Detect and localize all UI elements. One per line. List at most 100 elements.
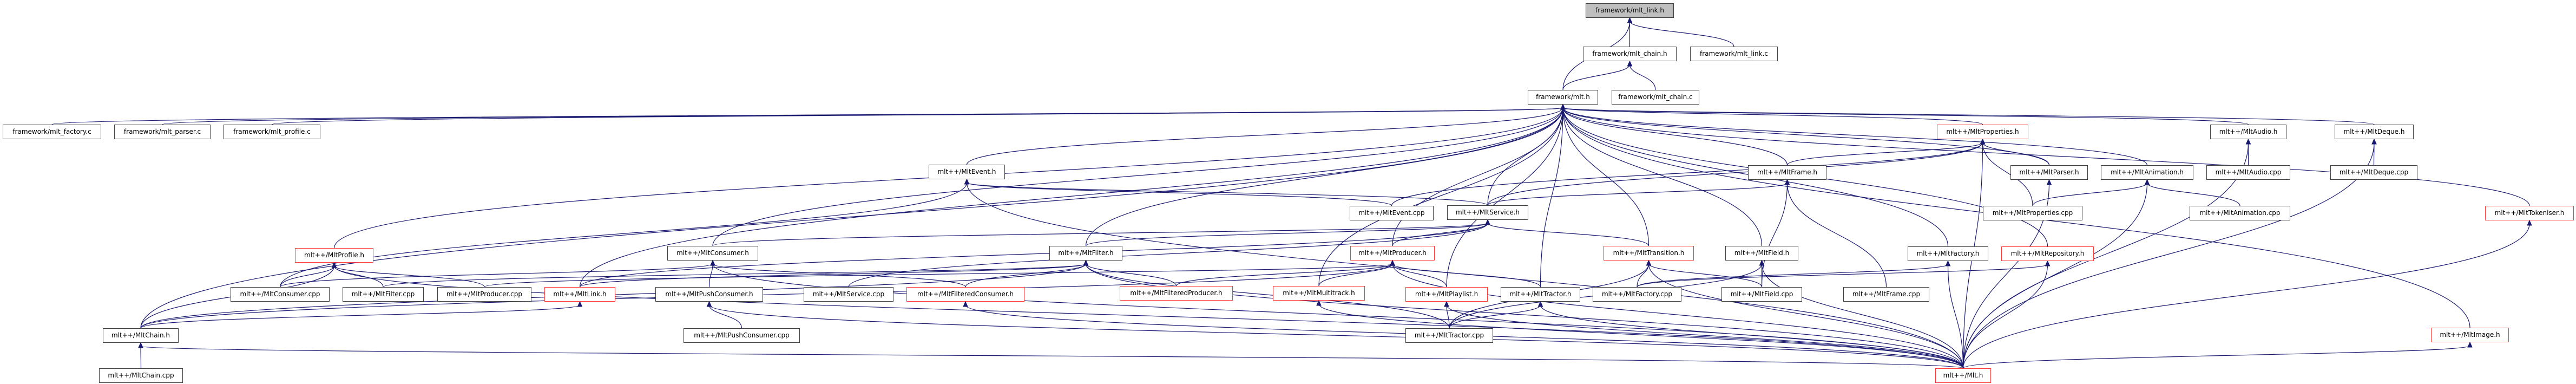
graph-node-mltfilteredconsumer-h[interactable]: mlt++/MltFilteredConsumer.h [906,287,1024,302]
edge-MltConsumer_cpp-to-MltConsumer_h [279,263,713,288]
arrowhead-icon [2527,219,2532,226]
graph-node-mltevent-h[interactable]: mlt++/MltEvent.h [929,165,1005,179]
graph-node-mltaudio-cpp[interactable]: mlt++/MltAudio.cpp [2206,165,2290,180]
graph-node-mltimage-h[interactable]: mlt++/MltImage.h [2431,328,2509,342]
graph-node-mltfilter-cpp[interactable]: mlt++/MltFilter.cpp [343,287,424,302]
graph-node-mltanimation-cpp[interactable]: mlt++/MltAnimation.cpp [2190,206,2290,220]
graph-node-mltfield-h[interactable]: mlt++/MltField.h [1725,246,1798,261]
graph-node-mlt-profile-c[interactable]: framework/mlt_profile.c [224,125,320,139]
graph-node-mltrepository-h[interactable]: mlt++/MltRepository.h [2001,246,2094,261]
edge-MltProducer_h-to-mlt_h [1392,107,1563,246]
graph-node-mltchain-h[interactable]: mlt++/MltChain.h [103,328,179,343]
arrowhead-icon [1627,17,1633,23]
graph-node-mlt-h[interactable]: framework/mlt.h [1528,90,1598,105]
edge-Mlt_h-to-MltPushConsumer_h [708,304,1964,369]
edge-Mlt_h-to-MltFactory_h [1947,264,1964,369]
edge-MltFilter_cpp-to-MltFilter_h [383,263,1087,288]
graph-node-mlttransition-h[interactable]: mlt++/MltTransition.h [1604,246,1694,261]
graph-node-mltfactory-h[interactable]: mlt++/MltFactory.h [1908,246,1988,261]
graph-node-mltanimation-h[interactable]: mlt++/MltAnimation.h [2101,165,2193,180]
graph-node-mltconsumer-cpp[interactable]: mlt++/MltConsumer.cpp [231,287,330,302]
edge-MltService_h-to-mlt_h [1487,107,1563,206]
graph-node-mltfilter-h[interactable]: mlt++/MltFilter.h [1049,246,1122,261]
graph-node-mltpushconsumer-cpp[interactable]: mlt++/MltPushConsumer.cpp [684,328,800,343]
graph-node-mltevent-cpp[interactable]: mlt++/MltEvent.cpp [1350,206,1434,220]
edge-MltTokeniser_h-to-mlt_h [1562,107,2530,206]
arrowhead-icon [1560,103,1566,110]
graph-node-mlt-chain-h[interactable]: framework/mlt_chain.h [1583,47,1677,61]
graph-node-mlttractor-cpp[interactable]: mlt++/MltTractor.cpp [1405,328,1493,343]
graph-node-mlt-h[interactable]: mlt++/Mlt.h [1935,368,1991,383]
edge-MltFrame_cpp-to-MltFrame_h [1786,183,1887,288]
edge-MltTransition_h-to-mlt_h [1562,107,1650,246]
edge-MltMultitrack_h-to-mlt_h [1318,107,1563,287]
edge-MltPushConsumer_h-to-MltConsumer_h [708,263,713,288]
edge-MltFrame_h-to-MltProperties_h [1786,142,1983,166]
edge-mlt_parser_c-to-mlt_h [162,107,1563,125]
graph-node-mlttokeniser-h[interactable]: mlt++/MltTokeniser.h [2485,206,2574,220]
graph-node-mltproperties-cpp[interactable]: mlt++/MltProperties.cpp [1983,206,2082,220]
edge-mlt_profile_c-to-mlt_h [271,107,1563,125]
graph-node-mltservice-cpp[interactable]: mlt++/MltService.cpp [804,287,893,302]
graph-node-mltplaylist-h[interactable]: mlt++/MltPlaylist.h [1405,287,1488,302]
edge-MltConsumer_cpp-to-MltProfile_h [279,265,335,288]
edge-MltFactory_cpp-to-MltRepository_h [1637,264,2048,288]
edge-Mlt_h-to-MltDeque_h [1962,142,2375,369]
graph-node-mlt-link-h: framework/mlt_link.h [1586,3,1674,18]
edge-MltEvent_cpp-to-MltProperties_h [1391,142,1983,206]
edge-MltTractor_cpp-to-MltFilter_h [1085,263,1450,329]
arrowhead-icon [1485,219,1490,225]
graph-node-mltproperties-h[interactable]: mlt++/MltProperties.h [1937,125,2028,139]
arrowhead-icon [706,301,712,307]
graph-node-mltdeque-h[interactable]: mlt++/MltDeque.h [2335,125,2414,139]
arrowhead-icon [1390,259,1395,266]
graph-node-mltparser-h[interactable]: mlt++/MltParser.h [2010,165,2088,180]
arrowhead-icon [1444,301,1449,307]
edge-Mlt_h-to-MltMultitrack_h [1318,303,1964,369]
edge-Mlt_h-to-MltImage_h [1962,345,2470,369]
graph-node-mltmultitrack-h[interactable]: mlt++/MltMultitrack.h [1273,286,1365,301]
arrowhead-icon [1784,179,1790,185]
edge-MltTractor_h-to-MltProducer_h [1392,263,1541,288]
edge-MltConsumer_cpp-to-MltEvent_h [279,182,968,288]
graph-node-mltservice-h[interactable]: mlt++/MltService.h [1447,205,1528,220]
graph-node-mlt-factory-c[interactable]: framework/mlt_factory.c [3,125,101,139]
edge-MltFilteredConsumer_h-to-MltFilter_h [965,263,1087,288]
edge-MltFrame_h-to-mlt_h [1562,107,1788,166]
graph-node-mltpushconsumer-h[interactable]: mlt++/MltPushConsumer.h [655,287,763,302]
graph-node-mlt-link-c[interactable]: framework/mlt_link.c [1690,47,1778,61]
graph-node-mltproducer-h[interactable]: mlt++/MltProducer.h [1350,246,1435,261]
edge-MltService_cpp-to-MltService_h [848,223,1488,288]
edge-MltFilter_h-to-MltService_h [1085,223,1488,246]
graph-node-mltchain-cpp[interactable]: mlt++/MltChain.cpp [99,368,183,383]
graph-node-mlt-parser-c[interactable]: framework/mlt_parser.c [114,125,211,139]
edge-Mlt_h-to-MltFilter_h [1085,263,1964,369]
edge-MltService_h-to-MltProperties_h [1487,142,1983,206]
graph-node-mltfield-cpp[interactable]: mlt++/MltField.cpp [1721,287,1802,302]
graph-node-mltprofile-h[interactable]: mlt++/MltProfile.h [295,248,373,263]
edge-MltFilteredProducer_h-to-MltProducer_h [1175,263,1393,287]
graph-node-mltframe-cpp[interactable]: mlt++/MltFrame.cpp [1843,287,1929,302]
graph-node-mlttractor-h[interactable]: mlt++/MltTractor.h [1501,287,1580,302]
edge-Mlt_h-to-MltProfile_h [333,265,1964,369]
graph-node-mltfactory-cpp[interactable]: mlt++/MltFactory.cpp [1593,287,1681,302]
edge-MltPlaylist_h-to-MltProducer_h [1392,263,1447,288]
edge-MltLink_h-to-MltService_h [579,223,1488,288]
graph-node-mltframe-h[interactable]: mlt++/MltFrame.h [1748,165,1826,180]
graph-node-mltlink-h[interactable]: mlt++/MltLink.h [544,287,615,302]
edge-Mlt_h-to-MltField_h [1761,263,1964,369]
graph-node-mltfilteredproducer-h[interactable]: mlt++/MltFilteredProducer.h [1120,286,1233,301]
edge-MltField_h-to-mlt_h [1562,107,1763,246]
edge-MltLink_h-to-MltFilter_h [579,263,1087,288]
edge-MltEvent_h-to-mlt_h [966,107,1563,165]
edge-MltParser_h-to-MltProperties_h [1982,142,2050,166]
edge-MltService_h-to-MltFrame_h [1487,183,1788,206]
arrowhead-icon [1759,259,1765,266]
graph-node-mltaudio-h[interactable]: mlt++/MltAudio.h [2210,125,2286,139]
graph-node-mltproducer-cpp[interactable]: mlt++/MltProducer.cpp [437,287,531,302]
edge-MltField_cpp-to-MltFrame_h [1761,183,1788,288]
graph-node-mltdeque-cpp[interactable]: mlt++/MltDeque.cpp [2330,165,2417,180]
edge-Mlt_h-to-MltAudio_h [1962,142,2249,369]
graph-node-mlt-chain-c[interactable]: framework/mlt_chain.c [1612,90,1699,105]
graph-node-mltconsumer-h[interactable]: mlt++/MltConsumer.h [667,246,758,261]
